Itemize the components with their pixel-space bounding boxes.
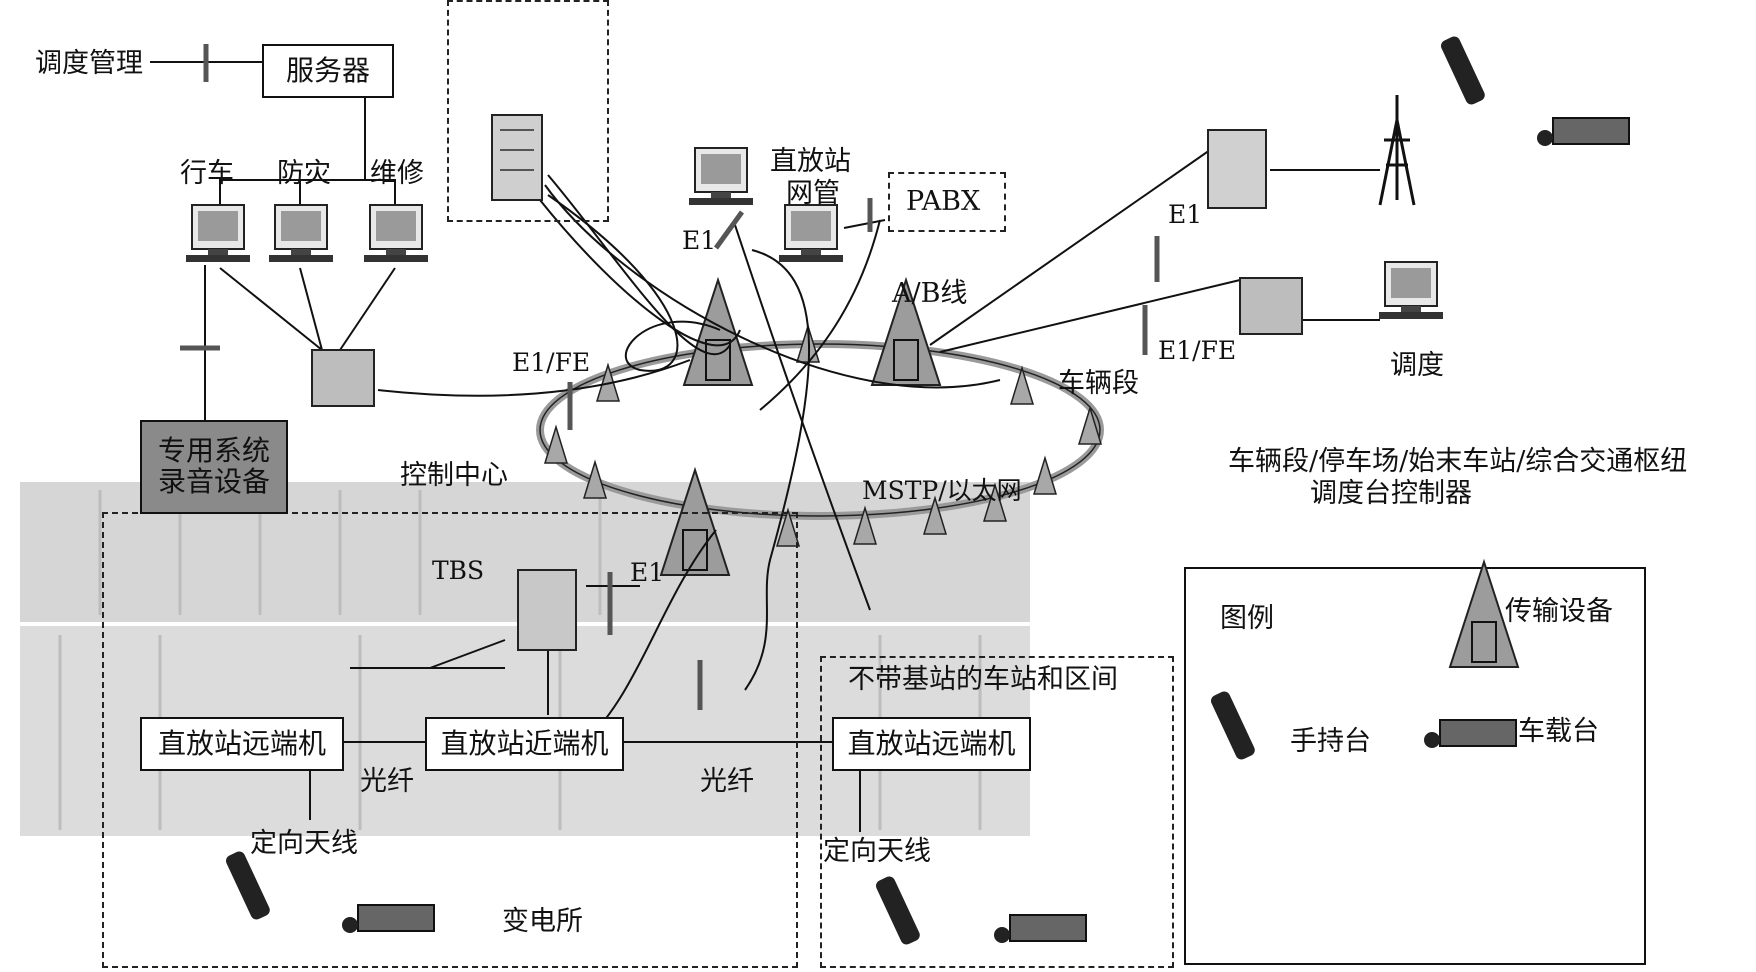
nms-label-line2: 网管 bbox=[786, 178, 840, 209]
fiber-label-2: 光纤 bbox=[700, 766, 754, 797]
fiber-label-1: 光纤 bbox=[360, 766, 414, 797]
no-base-station-label: 不带基站的车站和区间 bbox=[848, 664, 1118, 695]
nms-label-line1: 直放站 bbox=[770, 146, 851, 177]
tbs-label: TBS bbox=[432, 556, 485, 585]
depot-ctrl-label-line1: 车辆段/停车场/始末车站/综合交通枢纽 bbox=[1228, 446, 1688, 477]
recorder-box: 专用系统 录音设备 bbox=[140, 420, 288, 514]
depot-cabinet-icon bbox=[1207, 129, 1267, 209]
antenna-label-1: 定向天线 bbox=[250, 828, 358, 859]
transport-node-control-center bbox=[683, 279, 753, 386]
mstp-label: MSTP/以太网 bbox=[862, 476, 1022, 505]
dispatch-label: 调度 bbox=[1390, 350, 1444, 381]
rack-dashed-frame bbox=[447, 0, 609, 222]
substation-label: 变电所 bbox=[502, 906, 583, 937]
near-unit-box: 直放站近端机 bbox=[425, 717, 624, 771]
remote-unit-2-box: 直放站远端机 bbox=[832, 717, 1031, 771]
legend-handheld-label: 手持台 bbox=[1290, 726, 1371, 757]
remote-unit-1-box: 直放站远端机 bbox=[140, 717, 344, 771]
server-box: 服务器 bbox=[262, 44, 394, 98]
legend-transport-label: 传输设备 bbox=[1505, 596, 1613, 627]
radio-tower-icon bbox=[1378, 95, 1416, 206]
e1-label-b: E1 bbox=[1168, 200, 1203, 229]
weixiu-label: 维修 bbox=[370, 158, 424, 189]
recorder-label-line2: 录音设备 bbox=[157, 465, 270, 498]
xingche-label: 行车 bbox=[180, 158, 234, 189]
control-center-label: 控制中心 bbox=[400, 460, 508, 491]
pabx-dashed-frame bbox=[888, 172, 1006, 232]
fangzai-label: 防灾 bbox=[277, 158, 331, 189]
pabx-label: PABX bbox=[906, 186, 981, 217]
switch-cabinet-icon bbox=[311, 349, 375, 407]
station-dashed-frame bbox=[102, 512, 798, 968]
depot-switch-icon bbox=[1239, 277, 1303, 335]
e1-label-a: E1 bbox=[682, 226, 717, 255]
legend-title: 图例 bbox=[1220, 603, 1274, 634]
no-base-station-dashed-frame bbox=[820, 656, 1174, 968]
tbs-cabinet-icon bbox=[517, 569, 577, 651]
vehicle-radio-top-icon bbox=[1536, 117, 1630, 147]
legend-box bbox=[1184, 567, 1646, 965]
recorder-label-line1: 专用系统 bbox=[157, 434, 270, 468]
e1-label-c: E1 bbox=[630, 558, 665, 587]
handheld-top-icon bbox=[1439, 34, 1487, 107]
depot-label: 车辆段 bbox=[1058, 368, 1139, 399]
dispatch-pc-icon bbox=[1378, 261, 1444, 320]
depot-ctrl-label-line2: 调度台控制器 bbox=[1310, 478, 1472, 509]
legend-vehicle-label: 车载台 bbox=[1518, 716, 1599, 747]
e1fe-right-label: E1/FE bbox=[1158, 336, 1237, 365]
ab-line-label: A/B线 bbox=[892, 278, 968, 309]
equipment bbox=[185, 34, 1630, 947]
dispatch-mgmt-label: 调度管理 bbox=[35, 48, 143, 79]
e1fe-left-label: E1/FE bbox=[512, 348, 591, 377]
antenna-label-2: 定向天线 bbox=[823, 836, 931, 867]
nms-pc-icon bbox=[688, 147, 754, 206]
